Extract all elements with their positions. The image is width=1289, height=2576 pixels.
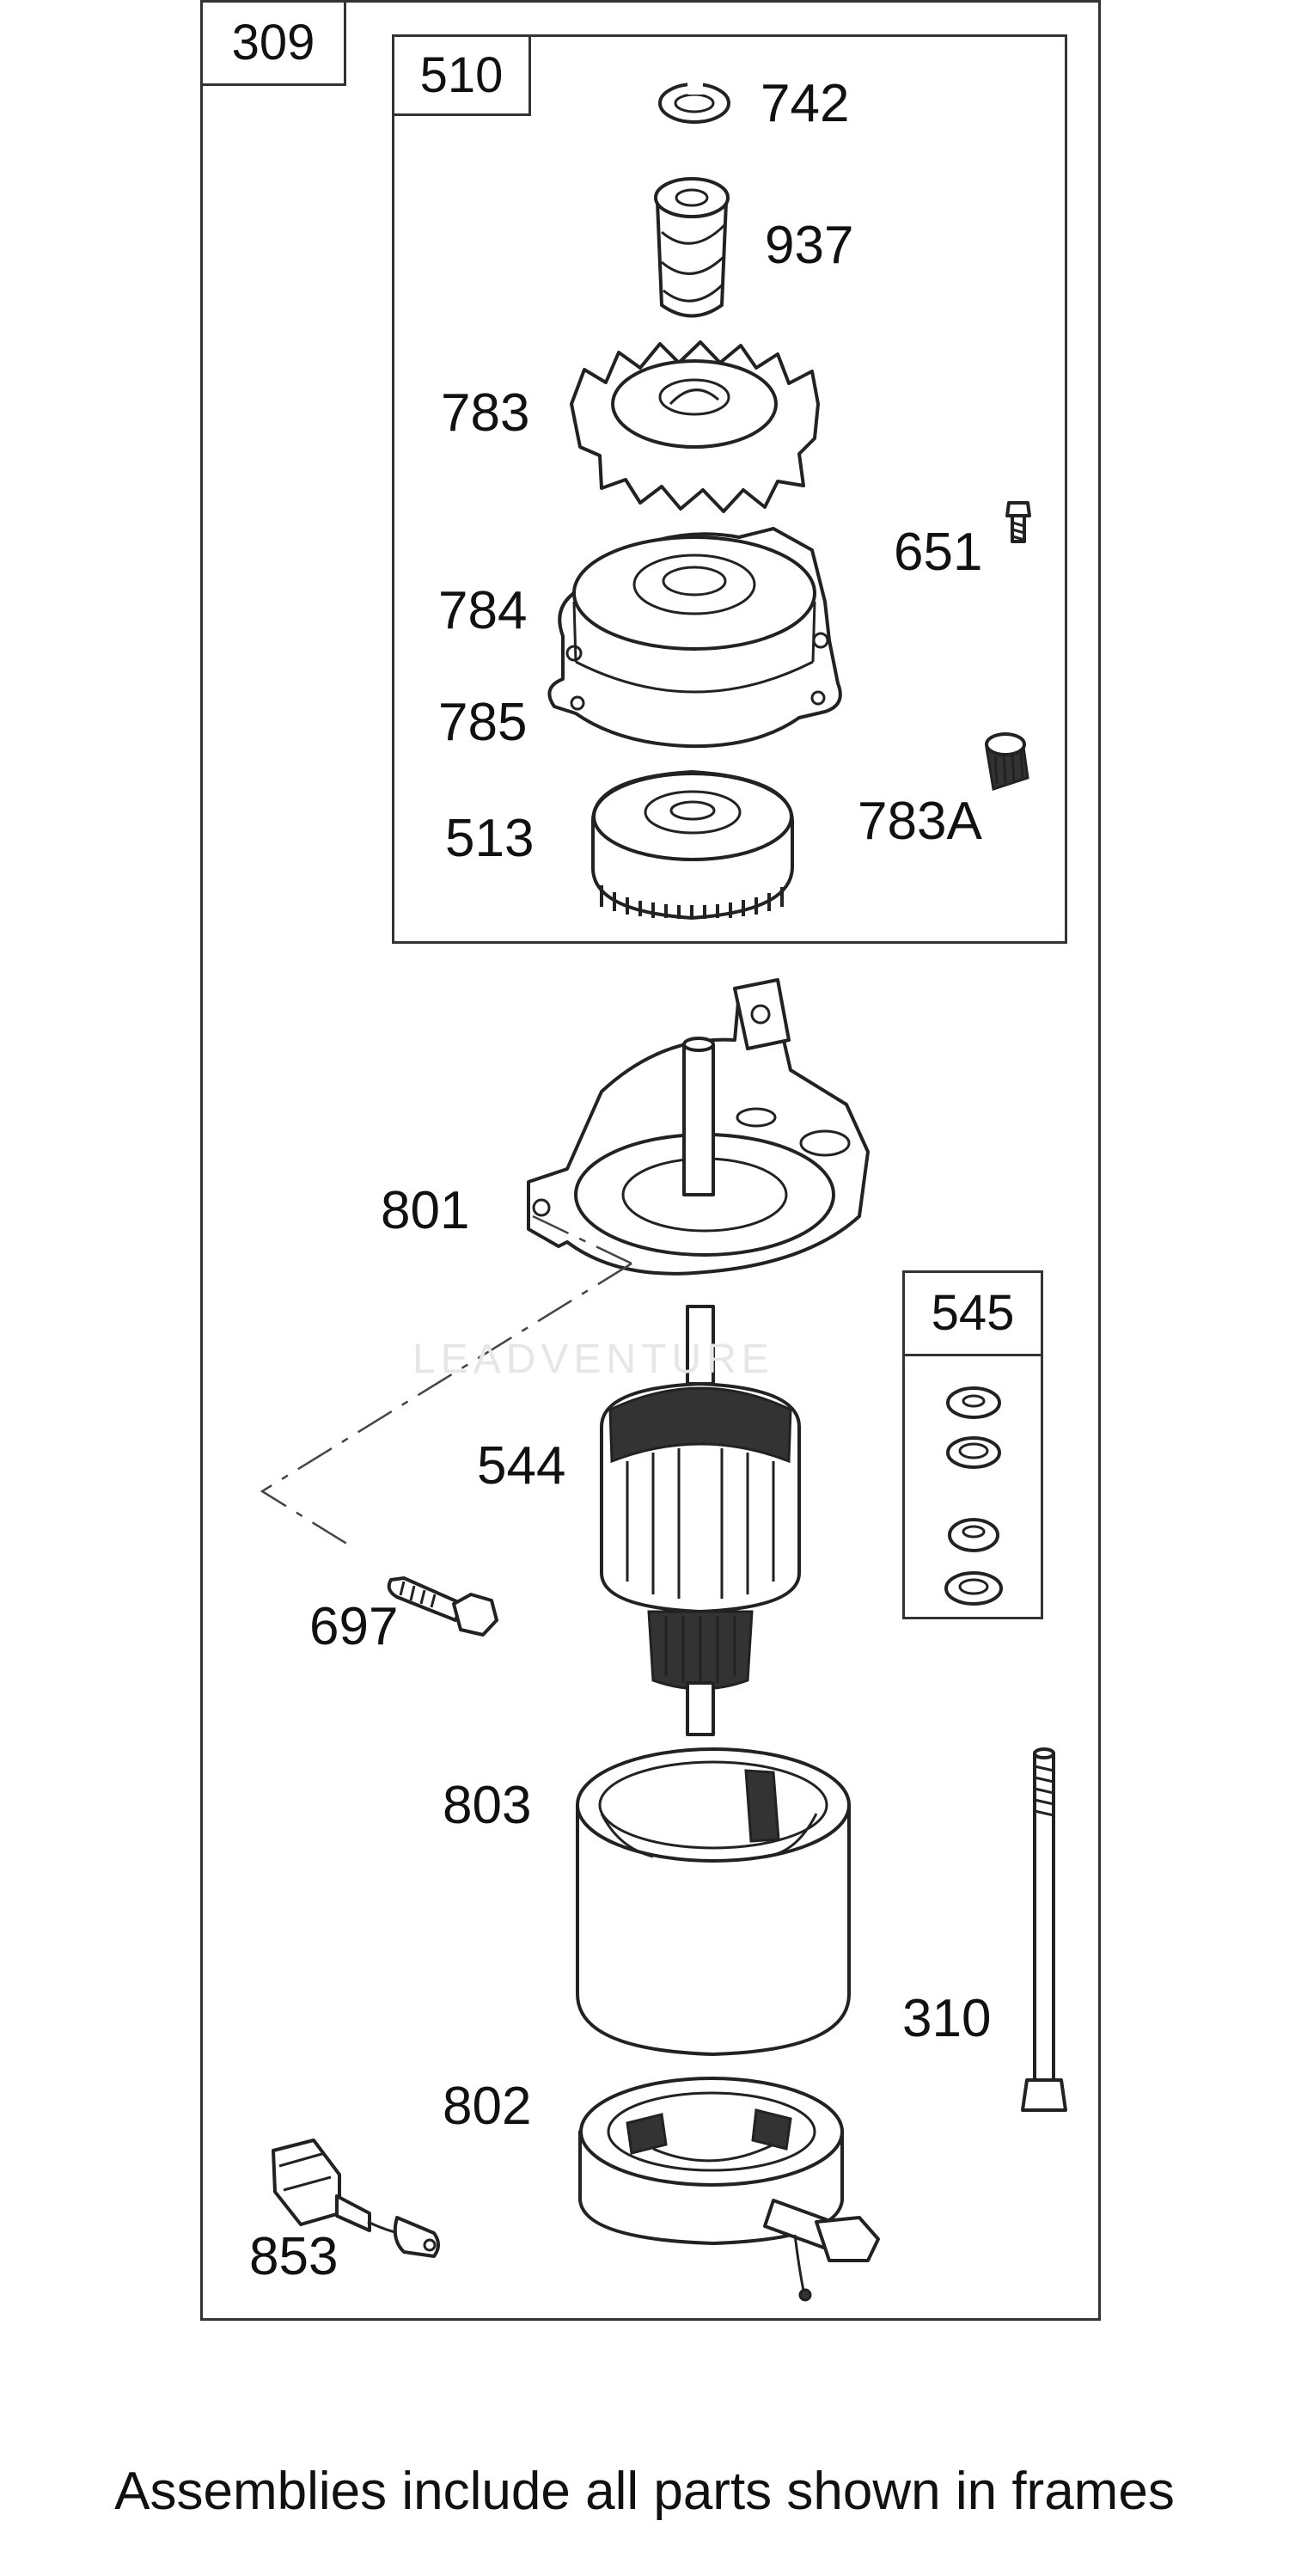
part-801-end-cap — [527, 978, 870, 1276]
part-742-retaining-ring — [658, 83, 730, 124]
frame-tag-545: 545 — [902, 1270, 1043, 1356]
part-783-gear — [570, 340, 820, 513]
part-label-785: 785 — [438, 693, 528, 752]
part-937-helix — [654, 177, 730, 318]
part-label-513: 513 — [445, 809, 535, 868]
part-697-bolt — [387, 1576, 498, 1637]
part-label-651: 651 — [894, 523, 983, 582]
leader-line-697 — [260, 1215, 632, 1549]
assembly-frame-309 — [200, 0, 1101, 2321]
assemblies-caption: Assemblies include all parts shown in fr… — [114, 2462, 1175, 2521]
part-545-washers — [944, 1386, 1003, 1606]
part-803-motor-housing — [576, 1747, 851, 2056]
frame-tag-510: 510 — [392, 34, 531, 116]
frame-tag-309: 309 — [200, 0, 346, 86]
part-label-783A: 783A — [858, 792, 982, 851]
part-label-310: 310 — [902, 1989, 992, 2048]
part-label-801: 801 — [381, 1181, 470, 1240]
part-651-screw — [1005, 501, 1031, 543]
part-label-802: 802 — [443, 2077, 532, 2136]
part-853-connector — [272, 2139, 440, 2258]
watermark: LEADVENTURE — [412, 1337, 774, 1382]
part-label-783: 783 — [441, 383, 530, 443]
assembly-frame-510 — [392, 34, 1067, 944]
part-310-through-bolt — [1021, 1747, 1067, 2112]
part-label-853: 853 — [249, 2227, 339, 2286]
part-783A-pinion — [985, 732, 1029, 791]
part-802-brush-plate — [578, 2077, 880, 2302]
part-label-784: 784 — [438, 581, 528, 640]
part-label-697: 697 — [309, 1597, 399, 1656]
part-label-937: 937 — [765, 216, 854, 275]
part-label-742: 742 — [761, 74, 850, 133]
part-label-544: 544 — [477, 1436, 566, 1496]
part-544-armature — [600, 1305, 801, 1736]
part-513-ring-gear — [591, 770, 794, 920]
part-784-housing — [547, 527, 842, 749]
part-label-803: 803 — [443, 1776, 532, 1835]
